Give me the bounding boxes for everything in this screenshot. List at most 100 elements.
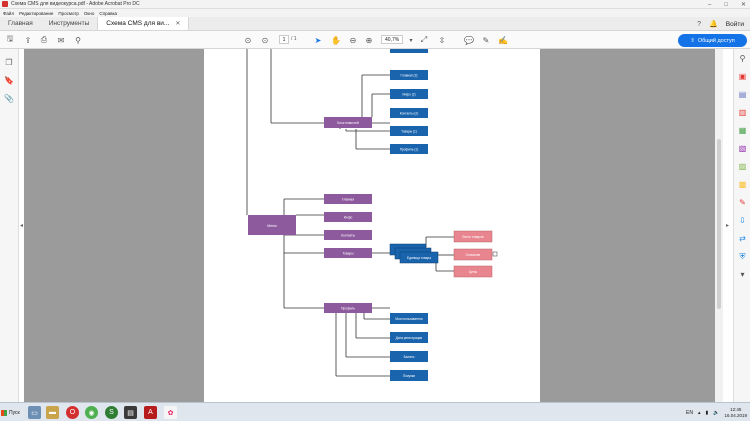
zoom-in-icon[interactable]: ⊕ (365, 35, 373, 45)
organize-pages-icon[interactable]: ▧ (738, 144, 747, 153)
tab-close-icon[interactable]: ✕ (175, 21, 181, 27)
print-icon[interactable]: ⎙ (40, 35, 48, 44)
scroll-mode-icon[interactable]: ⇳ (438, 35, 446, 45)
enhance-scans-icon[interactable]: ▨ (738, 162, 747, 171)
zoom-out-icon[interactable]: ⊖ (349, 35, 357, 45)
menu-view[interactable]: Просмотр (58, 10, 79, 16)
tab-home[interactable]: Главная (0, 17, 41, 30)
title-bar: Схема CMS для видеокурса.pdf - Adobe Acr… (0, 0, 750, 9)
document-viewer[interactable]: Меню Блок новостей Главная (2) Инфо (2) … (24, 49, 715, 402)
diagram-label-goods-action-1: Описание (466, 253, 481, 257)
network-icon[interactable]: ▮ (705, 409, 709, 416)
start-button[interactable]: Пуск (1, 406, 25, 419)
clock[interactable]: 12:45 16.04.2019 (724, 407, 747, 419)
save-icon[interactable]: 🖫 (6, 34, 14, 43)
diagram-box-main-4 (324, 303, 372, 313)
send-for-signature-icon[interactable]: ⇩ (739, 216, 746, 225)
sign-icon[interactable]: ✍ (498, 35, 508, 45)
share-icon: ⇧ (690, 37, 695, 44)
diagram-box-main-3 (324, 248, 372, 258)
bookmark-icon[interactable]: 🔖 (4, 75, 14, 85)
window-controls: – □ ✕ (708, 0, 746, 9)
language-indicator[interactable]: EN (686, 409, 693, 416)
email-icon[interactable]: ✉ (57, 35, 65, 45)
diagram-box-goods-action-0 (453, 230, 493, 243)
export-pdf-icon[interactable]: ▦ (738, 126, 747, 135)
previous-page-icon[interactable]: ⊙ (244, 35, 252, 45)
menu-edit[interactable]: Редактирование (19, 10, 54, 16)
diagram-box-main-2 (324, 230, 372, 240)
diagram-label-blog-child-3: Товары (1) (401, 130, 417, 134)
tab-bar: Главная Инструменты Схема CMS для ви... … (0, 17, 750, 31)
volume-icon[interactable]: 🔈 (713, 409, 720, 416)
more-tools-icon[interactable]: ▾ (740, 270, 745, 279)
combine-files-icon[interactable]: ▤ (738, 90, 747, 99)
menu-file[interactable]: Файл (3, 10, 15, 16)
select-cursor-icon[interactable]: ➤ (314, 35, 322, 45)
protect-icon[interactable]: ⛨ (739, 251, 746, 261)
clock-date: 16.04.2019 (724, 412, 747, 418)
photos-icon[interactable]: ✿ (164, 406, 177, 419)
right-tools-panel: ⚲ ▣ ▤ ▥ ▦ ▧ ▨ ▩ ✎ ⇩ ⇄ ⛨ ▾ (733, 49, 750, 402)
zoom-level: 40,7% (385, 36, 400, 43)
tab-tools[interactable]: Инструменты (41, 17, 98, 30)
menu-help[interactable]: Справка (99, 10, 118, 16)
vertical-scrollbar[interactable] (715, 49, 723, 402)
edit-pdf-icon[interactable]: ▥ (738, 108, 747, 117)
menu-bar: Файл Редактирование Просмотр Окно Справк… (0, 9, 750, 17)
tab-document-label: Схема CMS для ви... (106, 20, 170, 27)
fill-sign-icon[interactable]: ✎ (739, 198, 746, 207)
menu-window[interactable]: Окно (83, 10, 95, 16)
diagram-box-goods-stack-2 (399, 251, 439, 264)
create-pdf-icon[interactable]: ▣ (738, 72, 747, 81)
opera-icon[interactable]: O (66, 406, 79, 419)
tab-tools-label: Инструменты (48, 20, 90, 27)
signin-link[interactable]: Войти (725, 20, 744, 28)
file-explorer-icon[interactable]: ▭ (28, 406, 41, 419)
folder-icon[interactable]: ▬ (46, 406, 59, 419)
page-total: / 1 (291, 36, 297, 42)
window-title: Схема CMS для видеокурса.pdf - Adobe Acr… (11, 1, 140, 7)
collapse-right-icon[interactable]: ▸ (726, 223, 730, 229)
diagram-box-root (248, 215, 296, 235)
media-icon[interactable]: ▤ (124, 406, 137, 419)
skype-icon[interactable]: S (105, 406, 118, 419)
tab-home-label: Главная (8, 20, 33, 27)
fit-page-icon[interactable]: ⤢ (420, 35, 428, 44)
zoom-level-input[interactable]: 40,7% (381, 35, 403, 44)
page-number-input[interactable]: 1 (279, 35, 289, 44)
comment-icon[interactable]: 💬 (464, 35, 474, 45)
page-thumbnails-icon[interactable]: ❐ (5, 57, 13, 67)
windows-flag-icon (1, 409, 7, 416)
diagram-label-blog-child-1: Инфо (2) (402, 93, 415, 97)
attachment-icon[interactable]: 📎 (4, 93, 14, 103)
tray-arrow-icon[interactable]: ▴ (697, 409, 701, 416)
notifications-icon[interactable]: 🔔 (709, 21, 718, 28)
diagram-label-profile-child-3: Покупки (403, 374, 415, 378)
collapse-left-icon[interactable]: ◂ (20, 223, 24, 229)
cloud-upload-icon[interactable]: ⇪ (24, 35, 32, 45)
zoom-dropdown-icon[interactable]: ▾ (409, 37, 413, 44)
diagram-label-profile-child-1: Дата регистрации (396, 336, 423, 340)
send-track-icon[interactable]: ⇄ (739, 234, 746, 243)
chrome-icon[interactable]: ◉ (85, 406, 98, 419)
search-icon[interactable]: ⚲ (75, 35, 81, 45)
search-tool-icon[interactable]: ⚲ (739, 54, 746, 63)
next-page-icon[interactable]: ⊙ (261, 35, 269, 45)
share-button[interactable]: ⇧ Общий доступ (678, 34, 747, 47)
tab-document[interactable]: Схема CMS для ви... ✕ (97, 17, 190, 30)
comment-tool-icon[interactable]: ▩ (738, 180, 747, 189)
selection-handle[interactable] (492, 251, 498, 257)
diagram-label-main-1: Инфо (344, 216, 353, 220)
hand-tool-icon[interactable]: ✋ (331, 35, 341, 45)
diagram-box-main-0 (324, 194, 372, 204)
close-window-button[interactable]: ✕ (740, 2, 746, 8)
acrobat-task-icon[interactable]: A (144, 406, 157, 419)
maximize-button[interactable]: □ (724, 1, 728, 8)
highlight-pen-icon[interactable]: ✎ (482, 35, 490, 45)
help-icon[interactable]: ? (697, 20, 702, 28)
scrollbar-thumb[interactable] (717, 139, 721, 309)
diagram-label-blog: Блок новостей (337, 121, 359, 125)
diagram-label-main-4: Профиль (341, 307, 355, 311)
minimize-button[interactable]: – (708, 1, 712, 8)
